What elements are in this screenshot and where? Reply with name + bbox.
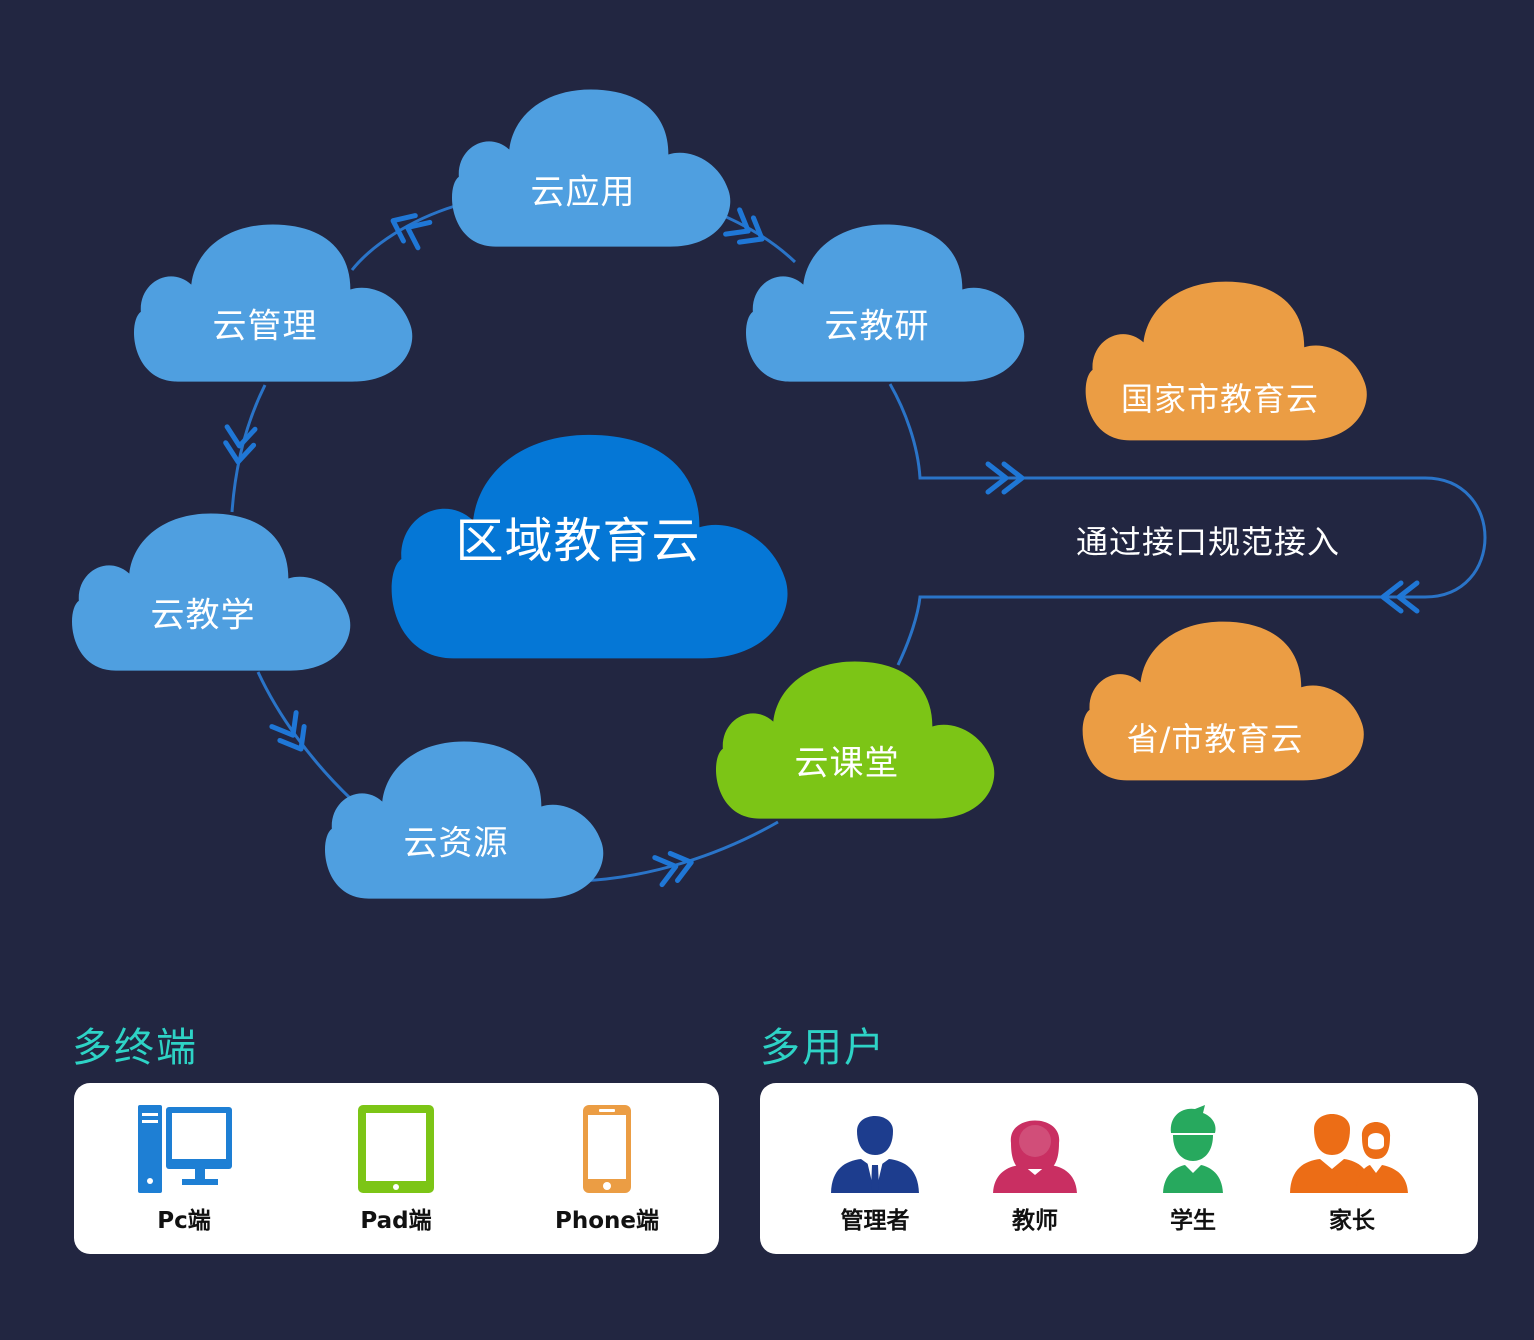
users-title: 多用户 bbox=[760, 1025, 886, 1071]
manager-icon bbox=[831, 1116, 919, 1193]
student-icon bbox=[1163, 1105, 1223, 1193]
smartphone-icon bbox=[583, 1105, 631, 1193]
line-jiaoxue-to-ziyuan bbox=[256, 671, 354, 802]
terminals-title: 多终端 bbox=[72, 1025, 198, 1071]
cloud-jiaoyan-label: 云教研 bbox=[824, 306, 930, 347]
parents-icon bbox=[1290, 1114, 1408, 1193]
clouds-layer bbox=[71, 89, 1367, 899]
line-jiaoyan-to-external bbox=[888, 383, 1487, 666]
tablet-icon bbox=[358, 1105, 434, 1193]
arrow-left-top bbox=[387, 208, 430, 248]
terminal-pc: Pc端 bbox=[104, 1083, 264, 1253]
user-student-label: 学生 bbox=[1170, 1208, 1216, 1234]
terminal-pad-label: Pad端 bbox=[360, 1208, 432, 1234]
terminal-pc-label: Pc端 bbox=[157, 1208, 211, 1234]
arrow-right-top bbox=[726, 210, 769, 251]
user-manager-label: 管理者 bbox=[840, 1208, 910, 1234]
user-teacher: 教师 bbox=[955, 1083, 1115, 1253]
arrow-bottom bbox=[655, 849, 695, 885]
terminal-phone: Phone端 bbox=[527, 1083, 687, 1253]
cloud-yingyong-label: 云应用 bbox=[530, 172, 636, 213]
line-yingyong-to-guanli bbox=[350, 204, 456, 271]
user-parents-label: 家长 bbox=[1329, 1208, 1375, 1234]
user-teacher-label: 教师 bbox=[1012, 1208, 1058, 1234]
cloud-ketang-label: 云课堂 bbox=[794, 743, 900, 784]
line-guanli-to-jiaoxue bbox=[230, 384, 267, 513]
users-panel: 管理者 教师 学生 家 bbox=[760, 1083, 1478, 1254]
user-parents: 家长 bbox=[1272, 1083, 1432, 1253]
cloud-guanli-label: 云管理 bbox=[212, 306, 318, 347]
desktop-computer-icon bbox=[138, 1105, 232, 1193]
user-student: 学生 bbox=[1113, 1083, 1273, 1253]
cloud-ziyuan-label: 云资源 bbox=[403, 823, 509, 864]
terminal-pad: Pad端 bbox=[316, 1083, 476, 1253]
user-manager: 管理者 bbox=[795, 1083, 955, 1253]
terminal-phone-label: Phone端 bbox=[554, 1208, 659, 1234]
cloud-provincial-label: 省/市教育云 bbox=[1126, 720, 1304, 758]
teacher-icon bbox=[993, 1120, 1077, 1193]
connector-label: 通过接口规范接入 bbox=[1075, 523, 1341, 561]
line-ziyuan-to-ketang bbox=[579, 820, 779, 883]
cloud-national-label: 国家市教育云 bbox=[1120, 380, 1320, 418]
cloud-jiaoxue-label: 云教学 bbox=[150, 595, 256, 636]
arrow-left-down bbox=[224, 427, 255, 463]
terminals-panel: Pc端 Pad端 Phone端 bbox=[74, 1083, 719, 1254]
center-cloud-label: 区域教育云 bbox=[455, 513, 701, 569]
